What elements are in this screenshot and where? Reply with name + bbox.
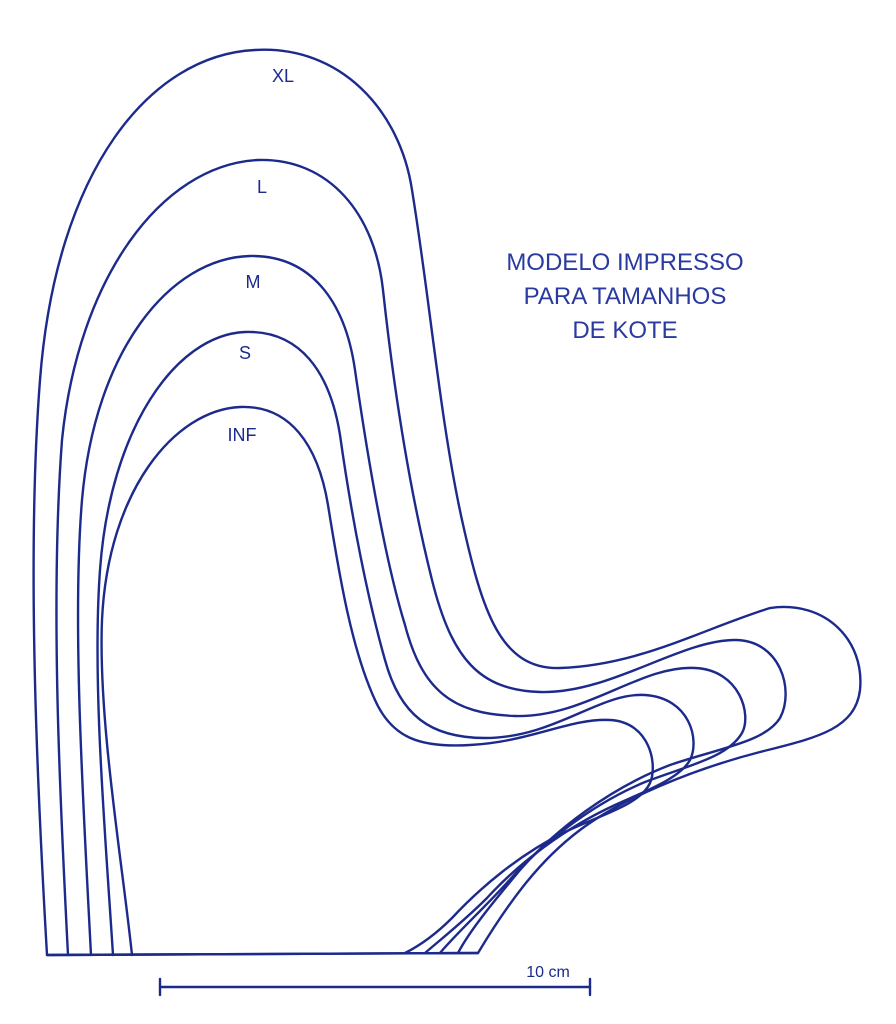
- outline-l: [55, 158, 787, 957]
- outline-xl: [32, 48, 862, 957]
- outline-inf: [100, 405, 654, 957]
- pattern-title: MODELO IMPRESSO PARA TAMANHOS DE KOTE: [470, 246, 780, 348]
- scale-bar: 10 cm: [158, 964, 592, 997]
- size-label-s: S: [239, 343, 251, 363]
- pattern-baseline: [45, 951, 480, 957]
- outline-m: [76, 254, 747, 957]
- size-label-xl: XL: [272, 66, 294, 86]
- size-label-l: L: [257, 177, 267, 197]
- title-line-3: DE KOTE: [572, 317, 678, 344]
- title-line-1: MODELO IMPRESSO: [506, 249, 744, 276]
- title-line-2: PARA TAMANHOS: [523, 283, 727, 310]
- size-label-inf: INF: [228, 425, 257, 445]
- size-label-m: M: [246, 272, 261, 292]
- scale-bar-label: 10 cm: [526, 964, 570, 981]
- outline-s: [96, 330, 695, 957]
